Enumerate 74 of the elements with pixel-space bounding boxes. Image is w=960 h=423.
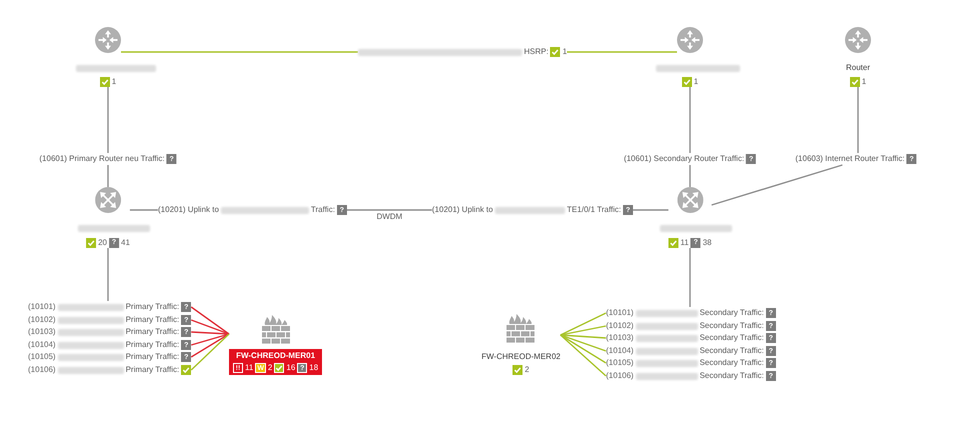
port-id: (10104) <box>606 345 634 357</box>
traffic-label: Primary Traffic: <box>126 364 180 376</box>
connector-line <box>107 87 109 153</box>
link-label: (10201) Uplink to <box>432 204 493 216</box>
connector-line <box>689 87 691 153</box>
connector-line <box>633 209 668 211</box>
connector-line <box>191 331 230 335</box>
traffic-label: Traffic: <box>310 204 335 216</box>
status-count: 1 <box>562 47 567 57</box>
traffic-label: Secondary Traffic: <box>700 320 764 332</box>
traffic-label: Primary Traffic: <box>126 314 180 326</box>
port-id: (10103) <box>28 326 56 338</box>
port-id: (10101) <box>606 307 634 319</box>
status-count: 11 <box>245 363 254 373</box>
status-count: 20 <box>98 238 107 248</box>
port-id: (10103) <box>606 332 634 344</box>
traffic-label: Secondary Traffic: <box>700 307 764 319</box>
connector-line <box>560 325 606 336</box>
connector-line <box>689 248 691 307</box>
connector-line <box>857 87 859 153</box>
link-label: (10201) Uplink to <box>158 204 219 216</box>
traffic-label: Primary Traffic: <box>126 339 180 351</box>
status-count: 18 <box>309 363 318 373</box>
status-count: 11 <box>680 238 689 248</box>
port-id: (10102) <box>606 320 634 332</box>
protocol-label: HSRP: <box>524 46 548 58</box>
connector-line <box>190 319 230 335</box>
connector-line <box>560 334 606 339</box>
traffic-label: Primary Traffic: <box>126 301 180 313</box>
connector-line <box>689 165 691 187</box>
port-id: (10105) <box>606 357 634 369</box>
connector-line <box>560 334 606 377</box>
connector-line <box>130 209 158 211</box>
connector-line <box>190 333 230 358</box>
traffic-label: Primary Traffic: <box>126 326 180 338</box>
connector-line <box>346 209 432 211</box>
status-count: 2 <box>524 364 530 374</box>
port-id: (10104) <box>28 339 56 351</box>
connector-line <box>107 165 109 187</box>
status-count: 1 <box>694 76 698 86</box>
port-id: (10101) <box>28 301 56 313</box>
status-count: 2 <box>268 363 272 373</box>
connector-line <box>560 312 606 336</box>
connector-line <box>566 51 677 53</box>
port-id: (10102) <box>28 314 56 326</box>
status-count: 1 <box>112 76 116 86</box>
edge-label: DWDM <box>376 212 404 221</box>
connector-line <box>107 248 109 301</box>
link-label: (10601) Primary Router neu Traffic: <box>39 153 165 165</box>
status-count: 1 <box>862 76 866 86</box>
link-label: (10601) Secondary Router Traffic: <box>624 153 744 165</box>
port-id: (10106) <box>606 370 634 382</box>
connector-line <box>121 51 358 53</box>
traffic-label: TE1/0/1 Traffic: <box>566 204 622 216</box>
traffic-label: Primary Traffic: <box>126 351 180 363</box>
connector-line <box>190 334 230 370</box>
status-count: 38 <box>702 238 712 248</box>
status-count: 16 <box>286 363 296 373</box>
connector-line <box>560 334 606 364</box>
status-count: 41 <box>121 238 130 248</box>
device-name: FW-CHREOD-MER02 <box>482 352 560 362</box>
traffic-label: Secondary Traffic: <box>700 370 764 382</box>
traffic-label: Secondary Traffic: <box>700 332 764 344</box>
traffic-label: Secondary Traffic: <box>700 357 764 369</box>
connector-line <box>711 164 843 206</box>
connector-line <box>190 306 230 335</box>
connector-line <box>560 334 606 352</box>
device-name: FW-CHREOD-MER01 <box>236 351 316 361</box>
traffic-label: Secondary Traffic: <box>700 345 764 357</box>
device-name: Router <box>846 62 870 74</box>
port-id: (10105) <box>28 351 56 363</box>
connector-line <box>191 333 230 346</box>
link-label: (10603) Internet Router Traffic: <box>795 153 905 165</box>
port-id: (10106) <box>28 364 56 376</box>
